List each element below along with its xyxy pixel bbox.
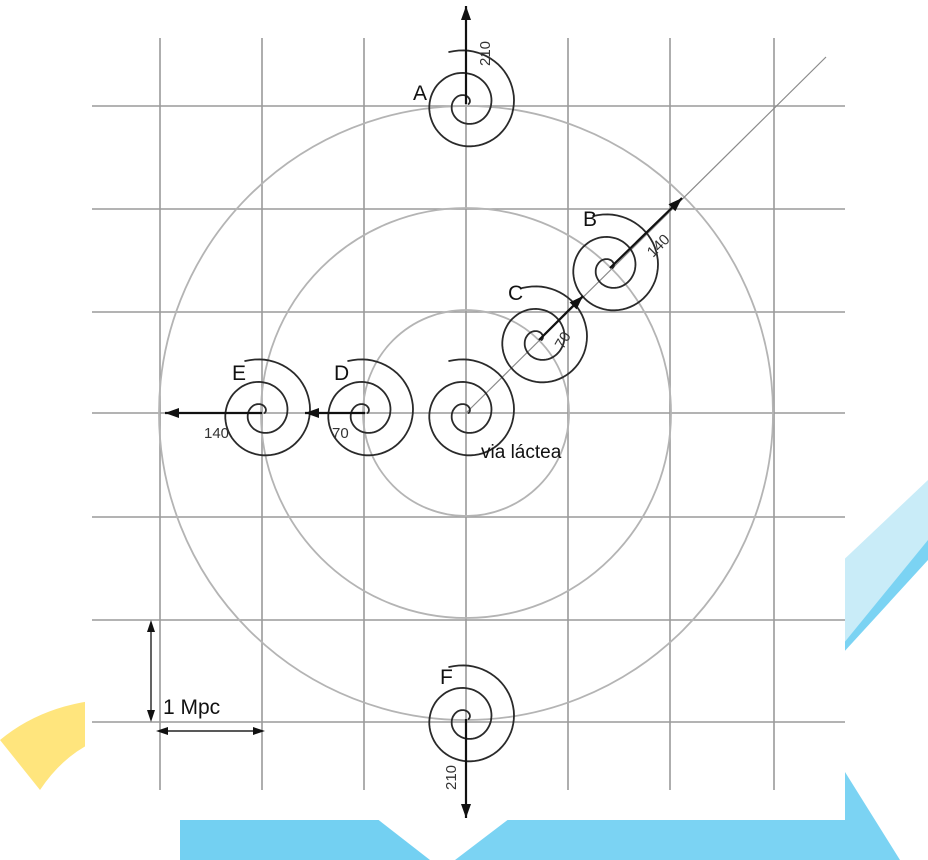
velocity-arrow-e-head <box>165 408 179 418</box>
velocity-arrow-d-head <box>305 408 319 418</box>
galaxy-label-a: A <box>413 82 427 105</box>
scale-arrowhead <box>147 710 155 722</box>
grid <box>92 38 845 790</box>
galaxy-label-b: B <box>583 208 597 231</box>
scale-label: 1 Mpc <box>163 696 220 719</box>
speed-label-a: 210 <box>477 41 494 66</box>
speed-label-c: 70 <box>552 329 575 352</box>
galaxy-label-e: E <box>232 362 246 385</box>
diagonal-guide-line <box>465 56 827 414</box>
velocity-arrow-b <box>609 197 683 269</box>
milky-way-label: via láctea <box>481 442 562 463</box>
milky-way-galaxy <box>428 358 515 457</box>
speed-label-e: 140 <box>204 425 229 442</box>
galaxy-d <box>327 358 414 457</box>
scale-bar: 1 Mpc <box>147 620 265 735</box>
velocity-arrow-f-head <box>461 804 471 818</box>
velocity-arrow-b-head <box>668 198 682 212</box>
galaxy-c <box>501 285 588 384</box>
scale-arrowhead <box>147 620 155 632</box>
velocity-arrow-c-head <box>569 296 583 310</box>
diagram-background <box>85 0 845 820</box>
galaxy-e <box>224 358 311 457</box>
scale-arrowhead <box>156 727 168 735</box>
velocity-arrows <box>165 6 683 818</box>
galaxies <box>224 49 659 763</box>
galaxy-label-c: C <box>508 282 523 305</box>
galaxy-label-f: F <box>440 666 453 689</box>
speed-label-d: 70 <box>332 425 349 442</box>
velocity-arrow-a-head <box>461 6 471 20</box>
speed-label-f: 210 <box>443 765 460 790</box>
galaxy-b <box>572 213 659 312</box>
scale-arrowhead <box>253 727 265 735</box>
galaxy-a <box>428 49 515 148</box>
galaxy-f <box>428 664 515 763</box>
galaxy-label-d: D <box>334 362 349 385</box>
